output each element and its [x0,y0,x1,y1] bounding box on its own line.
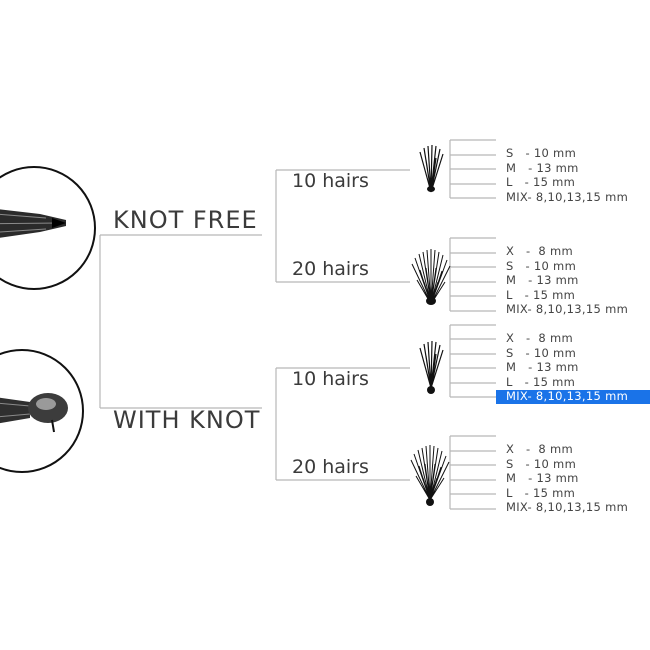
hairs-label-wk10: 10 hairs [292,368,369,390]
size-option-kf10-1[interactable]: M - 13 mm [506,160,579,175]
size-option-kf20-3[interactable]: L - 15 mm [506,287,576,302]
size-option-kf10-0[interactable]: S - 10 mm [506,146,577,160]
lash-fan-icon-kf10 [419,144,444,193]
size-option-kf20-1[interactable]: S - 10 mm [506,258,577,273]
hairs-label-wk20: 20 hairs [292,456,369,478]
size-option-kf20-2[interactable]: M - 13 mm [506,273,579,288]
hairs-label-kf20: 20 hairs [292,258,369,280]
size-option-wk20-4[interactable]: MIX- 8,10,13,15 mm [506,500,629,515]
size-option-wk10-0[interactable]: X - 8 mm [506,331,573,345]
size-option-kf20-4[interactable]: MIX- 8,10,13,15 mm [506,302,629,317]
category-label-with-knot: WITH KNOT [113,406,261,434]
size-option-wk10-1[interactable]: S - 10 mm [506,345,577,360]
hairs-label-kf10: 10 hairs [292,170,369,192]
size-option-wk20-0[interactable]: X - 8 mm [506,442,573,456]
lash-fan-icon-kf20 [411,249,451,305]
with-knot-closeup-image [0,349,84,473]
size-option-wk20-3[interactable]: L - 15 mm [506,485,576,500]
knot-free-closeup-image [0,166,96,290]
size-option-wk10-4[interactable]: MIX- 8,10,13,15 mm [496,390,650,404]
category-label-knot-free: KNOT FREE [113,206,258,234]
size-option-kf10-3[interactable]: MIX- 8,10,13,15 mm [506,189,629,204]
size-option-wk20-1[interactable]: S - 10 mm [506,456,577,471]
size-option-kf10-2[interactable]: L - 15 mm [506,175,576,190]
size-option-kf20-0[interactable]: X - 8 mm [506,244,573,258]
size-option-wk10-3[interactable]: L - 15 mm [506,374,576,389]
size-option-wk20-2[interactable]: M - 13 mm [506,471,579,486]
size-option-wk10-2[interactable]: M - 13 mm [506,360,579,375]
lash-fan-icon-wk20 [410,445,450,506]
lash-fan-icon-wk10 [419,340,444,394]
